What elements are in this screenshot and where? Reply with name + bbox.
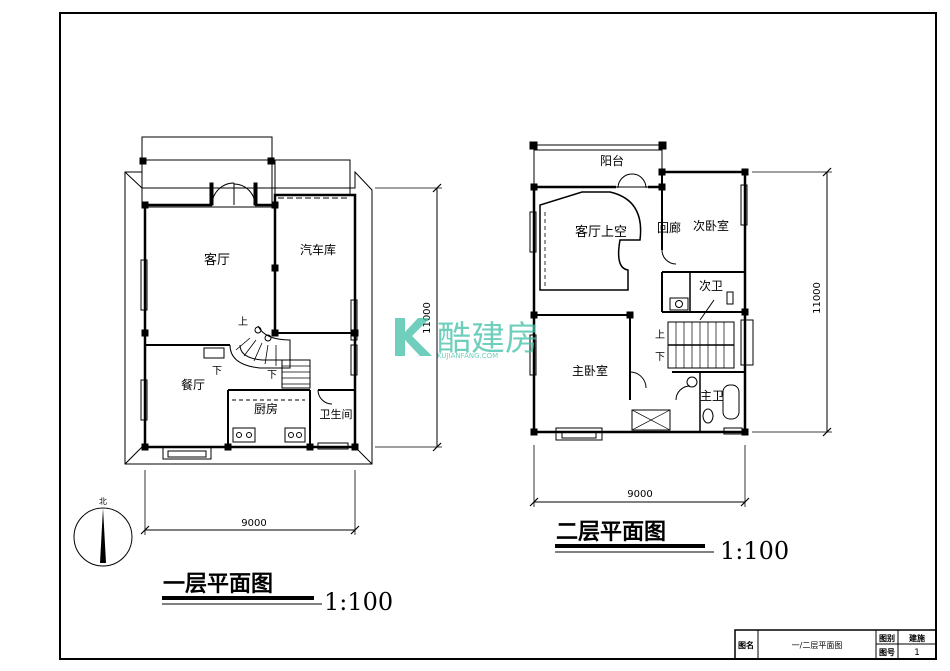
room-corridor: 回廊	[657, 220, 681, 235]
room-kitchen: 厨房	[254, 401, 278, 416]
room-living: 客厅	[204, 252, 230, 268]
stair-down-label-3: 下	[655, 352, 665, 363]
first-floor-plan	[73, 136, 442, 605]
stair-down-label: 下	[212, 366, 222, 377]
spiral-stair	[229, 325, 291, 369]
watermark-brand: 酷建房	[437, 319, 539, 359]
north-label: 北	[99, 497, 107, 506]
stair-up-label: 上	[238, 316, 248, 328]
title-block-scale-label: 图别	[879, 634, 895, 643]
title-block-drawing-name: 一/二层平面图	[792, 641, 843, 650]
balcony	[533, 144, 663, 188]
watermark-url: KUJIANFANG.COM	[437, 352, 498, 360]
title-block-number-label: 图号	[879, 648, 895, 657]
dimension-depth-2: 11000	[812, 282, 823, 314]
title-block	[734, 629, 937, 660]
plan1-title: 一层平面图	[163, 572, 273, 597]
title-block-name-label: 图名	[738, 640, 754, 650]
room-balcony: 阳台	[600, 153, 624, 168]
room-garage: 汽车库	[300, 242, 336, 257]
plan1-scale: 1:100	[324, 588, 393, 616]
second-floor-plan	[529, 141, 832, 553]
watermark-logo-icon	[395, 318, 432, 356]
room-second-bedroom: 次卧室	[693, 218, 729, 233]
watermark: 酷建房 KUJIANFANG.COM	[395, 318, 539, 360]
room-bathroom: 卫生间	[320, 407, 353, 421]
title-block-number-value: 1	[914, 648, 920, 658]
plan2-title: 二层平面图	[556, 520, 666, 545]
room-master-bath: 主卫	[700, 389, 724, 403]
living-void	[539, 191, 642, 291]
pergola-1	[141, 136, 273, 208]
dimension-width-2: 9000	[627, 489, 652, 500]
room-living-void: 客厅上空	[575, 224, 627, 240]
dimension-width-1: 9000	[241, 518, 266, 529]
sheet-border	[59, 12, 937, 660]
stair-up-label-2: 上	[655, 329, 665, 341]
title-block-scale-value: 建施	[908, 633, 925, 643]
room-master-bedroom: 主卧室	[572, 363, 608, 378]
plan2-scale: 1:100	[720, 537, 789, 565]
stair-down-label-2: 下	[267, 370, 277, 381]
room-dining: 餐厅	[181, 377, 205, 392]
room-second-bath: 次卫	[699, 279, 723, 293]
walls-1	[143, 193, 357, 449]
